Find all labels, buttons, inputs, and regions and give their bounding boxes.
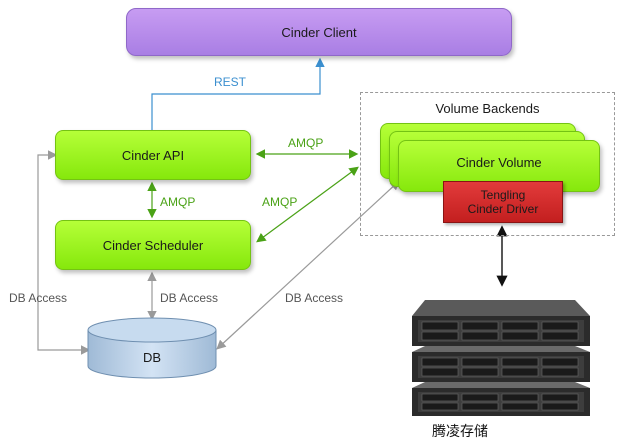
server-unit-middle (412, 346, 590, 382)
db-cylinder-top (87, 317, 217, 343)
cinder-scheduler-label: Cinder Scheduler (102, 237, 204, 253)
amqp-api-scheduler-label: AMQP (160, 195, 196, 209)
volume-backends-title: Volume Backends (435, 101, 540, 116)
server-unit-bottom (412, 382, 590, 416)
driver-label-line2: Cinder Driver (467, 202, 539, 216)
amqp-api-volume-label: AMQP (288, 136, 324, 150)
storage-caption: 腾凌存储 (432, 423, 488, 439)
server-unit-top (412, 300, 590, 346)
cinder-client-node: Cinder Client (126, 8, 512, 56)
rest-label: REST (214, 75, 247, 89)
db-label: DB (142, 349, 162, 365)
db-cylinder-body (87, 329, 217, 379)
cinder-client-label: Cinder Client (281, 24, 357, 40)
db-access-right-label: DB Access (285, 291, 344, 305)
db-node: DB (88, 344, 216, 370)
cinder-api-node: Cinder API (55, 130, 251, 180)
amqp-scheduler-volume-label: AMQP (262, 195, 298, 209)
volume-backends-container: Volume Backends (360, 92, 615, 236)
tengling-cinder-driver-node: Tengling Cinder Driver (443, 181, 563, 223)
rest-connector (151, 57, 325, 130)
db-access-left-label: DB Access (9, 291, 68, 305)
cinder-scheduler-node: Cinder Scheduler (55, 220, 251, 270)
driver-label-line1: Tengling (480, 188, 526, 202)
db-access-right-connector (216, 180, 400, 350)
cinder-api-label: Cinder API (121, 147, 185, 163)
db-access-middle-label: DB Access (160, 291, 219, 305)
db-access-left-connector (37, 150, 91, 355)
cinder-volume-label: Cinder Volume (456, 155, 542, 170)
